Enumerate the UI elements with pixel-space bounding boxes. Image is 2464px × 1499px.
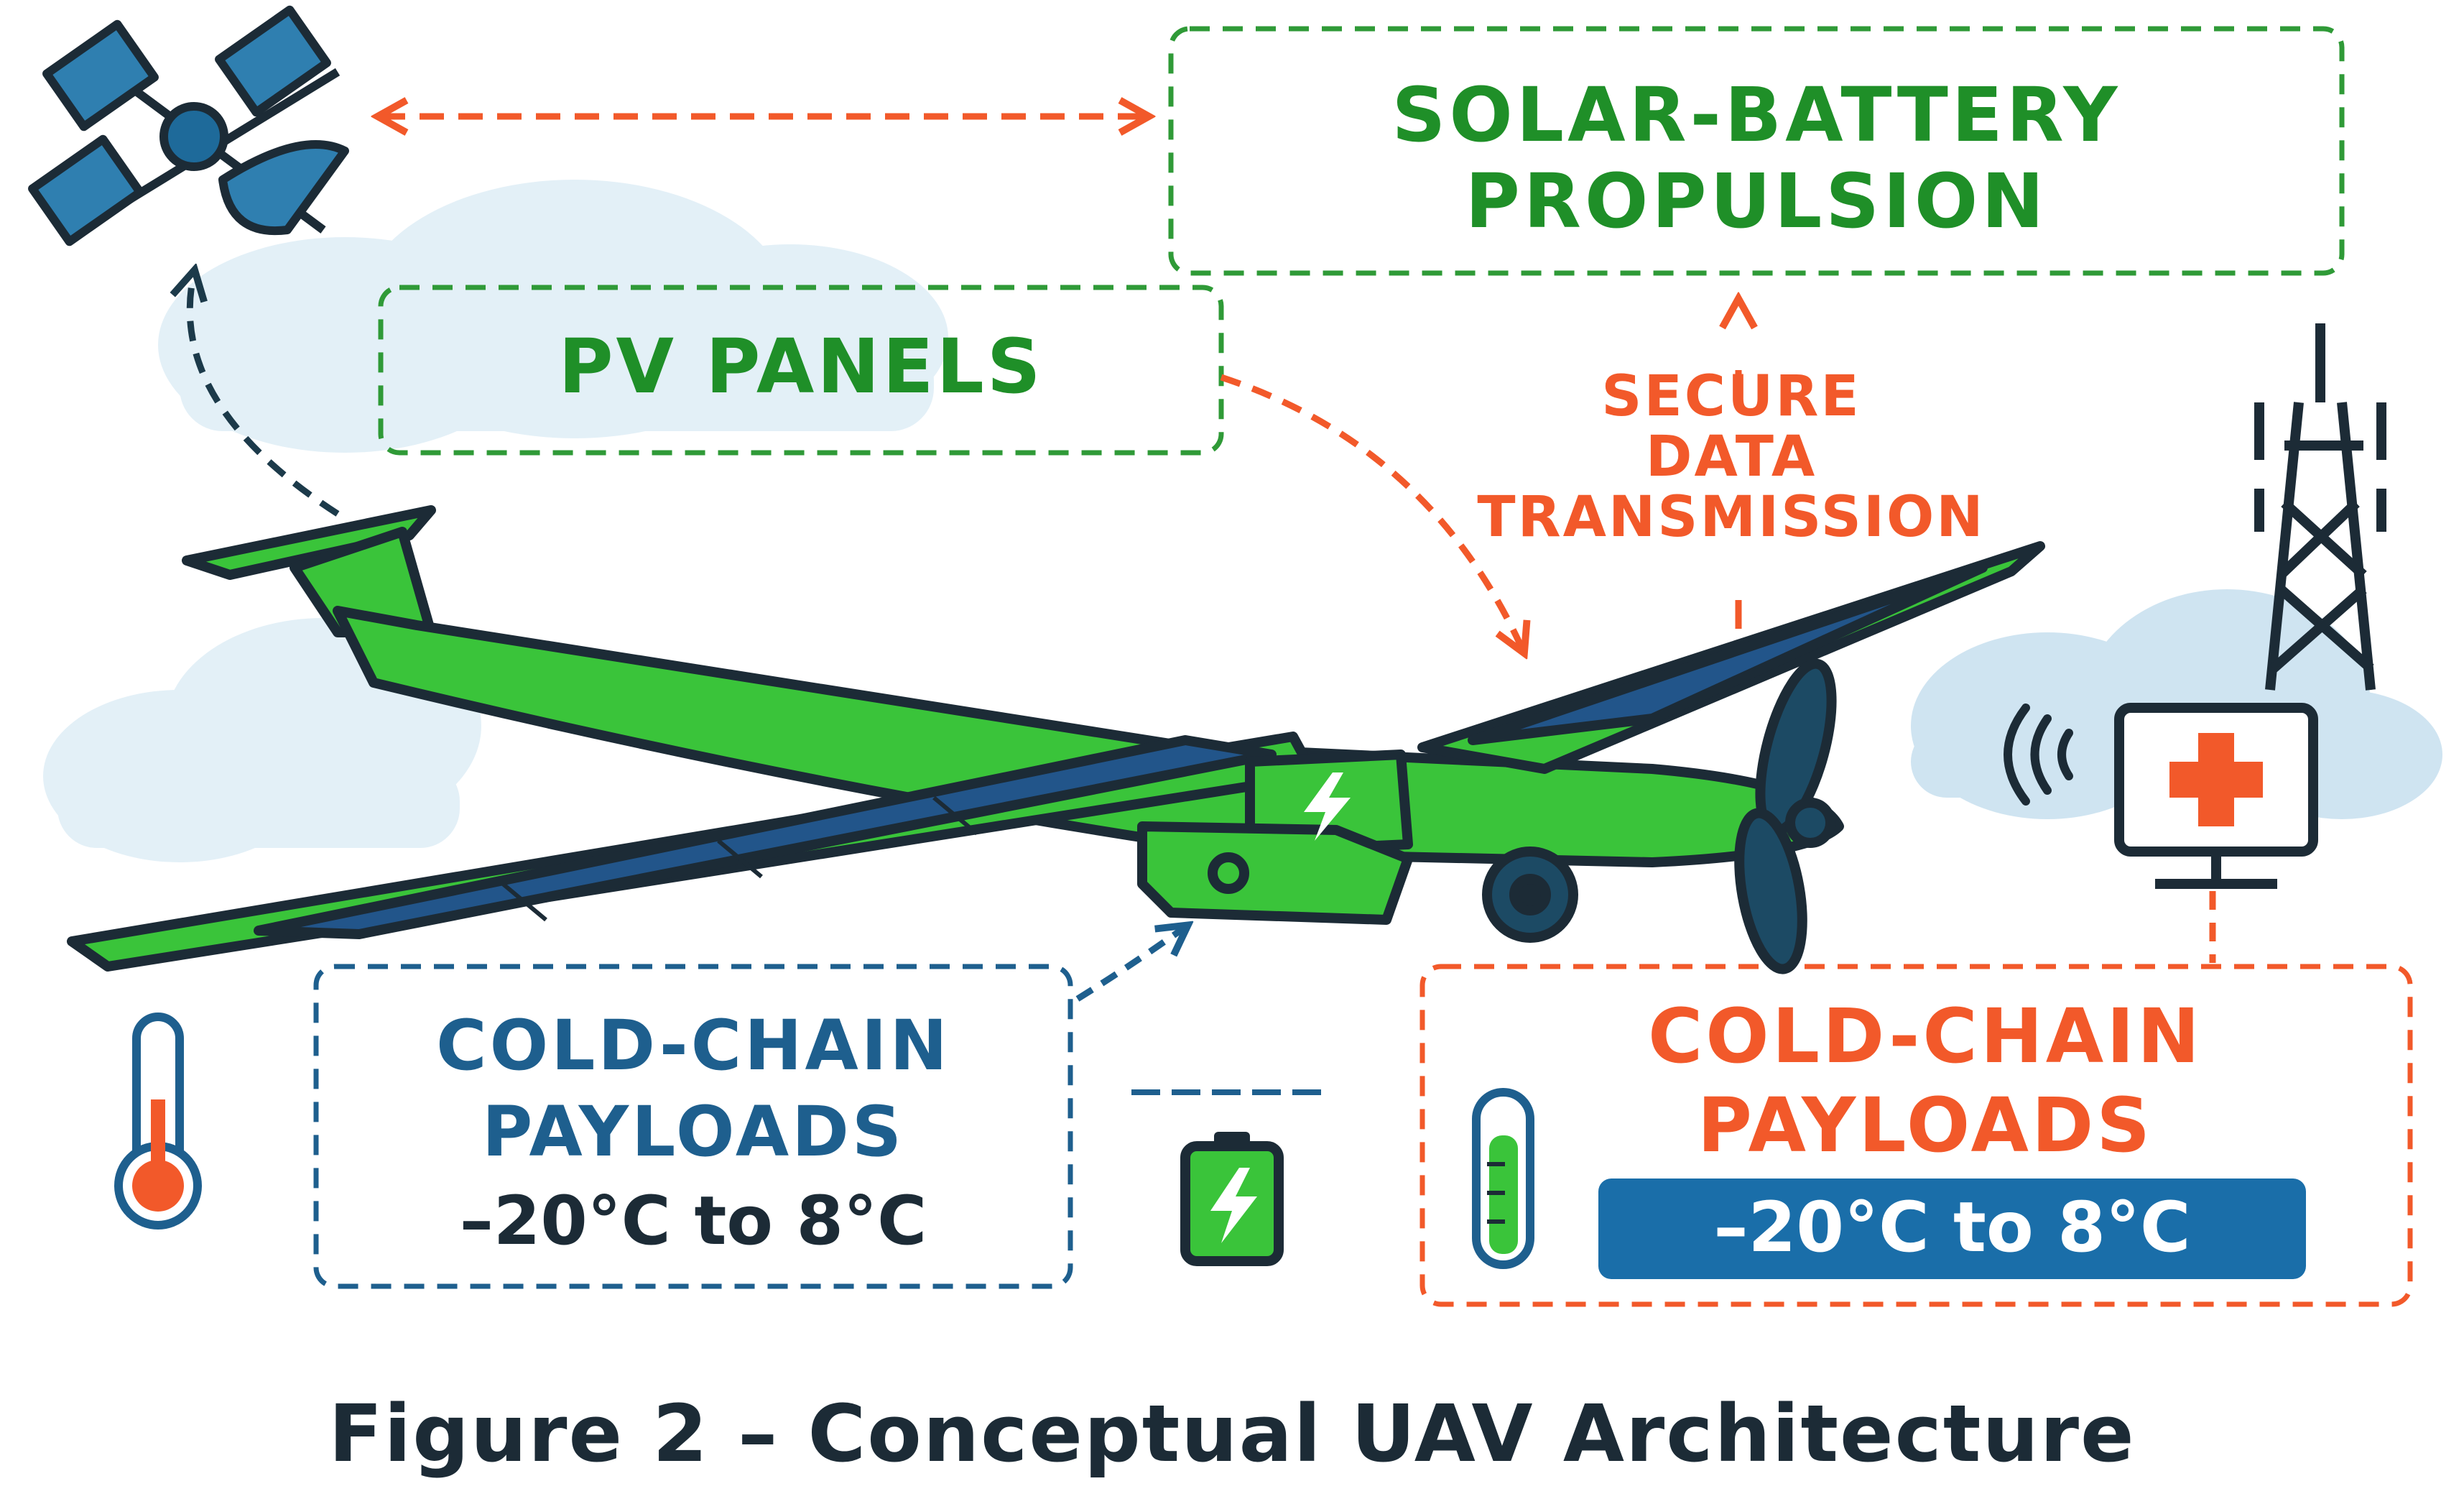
solar-battery-propulsion-label: SOLAR-BATTERY PROPULSION — [1391, 71, 2121, 245]
lightning-bolt-icon — [1304, 772, 1351, 841]
thermometer-icon — [1472, 1088, 1534, 1269]
pv-panels-box — [378, 285, 1224, 456]
satellite-icon — [28, 5, 349, 246]
battery-icon — [1180, 1132, 1284, 1266]
cell-tower-icon — [2254, 323, 2386, 691]
cold-chain-payloads-right-label: COLD-CHAIN PAYLOADS — [1647, 992, 2203, 1169]
cold-chain-right-temperature: –20°C to 8°C — [1713, 1187, 2191, 1268]
cloud-icon — [158, 180, 948, 453]
wireless-signal-icon — [2004, 704, 2073, 806]
pv-to-satellite-arrow — [190, 273, 340, 517]
cold-chain-right-box — [1419, 964, 2413, 1307]
medical-monitor-icon — [2114, 703, 2318, 889]
figure-caption: Figure 2 – Conceptual UAV Architecture — [328, 1388, 2136, 1480]
cold-chain-payloads-left-label: COLD-CHAIN PAYLOADS — [436, 1005, 950, 1172]
pv-to-wing-arrow — [1220, 374, 1523, 650]
payload-link-arrow — [1075, 927, 1185, 1002]
cold-chain-left-temperature: –20°C to 8°C — [459, 1182, 927, 1260]
thermometer-icon — [114, 1013, 202, 1230]
temperature-badge — [1598, 1179, 2306, 1279]
pv-panels-label: PV PANELS — [558, 323, 1044, 410]
solar-propulsion-box — [1168, 26, 2345, 276]
secure-data-transmission-label: SECURE DATA TRANSMISSION — [1477, 364, 1986, 550]
